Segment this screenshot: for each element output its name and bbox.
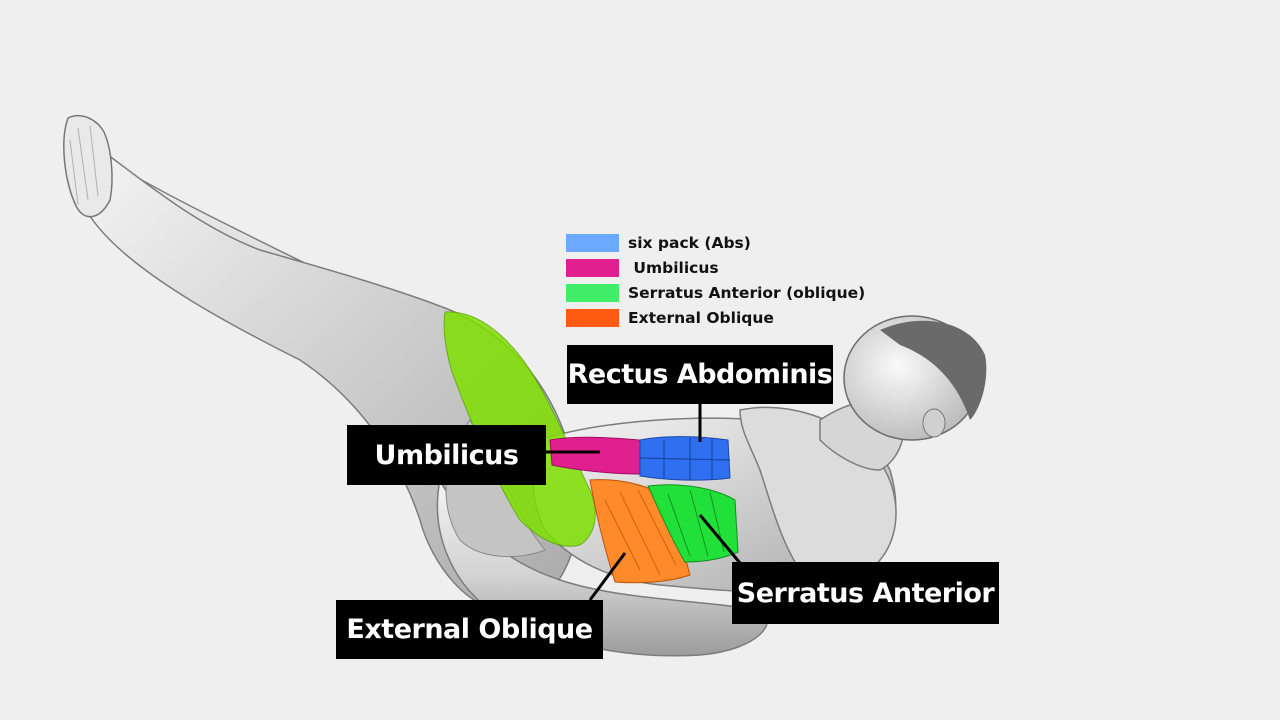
foot [63, 114, 113, 218]
callout-serratus-anterior: Serratus Anterior [732, 562, 999, 624]
hair [880, 320, 987, 420]
ear [922, 408, 946, 438]
legend-swatch [566, 258, 619, 277]
leader-external [588, 552, 627, 601]
leader-serratus [698, 514, 742, 564]
callout-rectus-abdominis: Rectus Abdominis [567, 345, 833, 404]
legend-swatch [566, 308, 619, 327]
callout-umbilicus: Umbilicus [347, 425, 546, 485]
legend-label: six pack (Abs) [628, 233, 751, 252]
legend-swatch [566, 233, 619, 252]
legend-item-six-pack: six pack (Abs) [566, 230, 866, 255]
legend-swatch [566, 283, 619, 302]
legend-label: Serratus Anterior (oblique) [628, 283, 866, 302]
legend-label: Umbilicus [628, 258, 719, 277]
legend: six pack (Abs) Umbilicus Serratus Anteri… [566, 230, 866, 330]
legend-item-umbilicus: Umbilicus [566, 255, 866, 280]
legend-item-external-oblique: External Oblique [566, 305, 866, 330]
legend-label: External Oblique [628, 308, 774, 327]
legend-item-serratus: Serratus Anterior (oblique) [566, 280, 866, 305]
serratus-region [647, 484, 739, 563]
callout-external-oblique: External Oblique [336, 600, 603, 659]
